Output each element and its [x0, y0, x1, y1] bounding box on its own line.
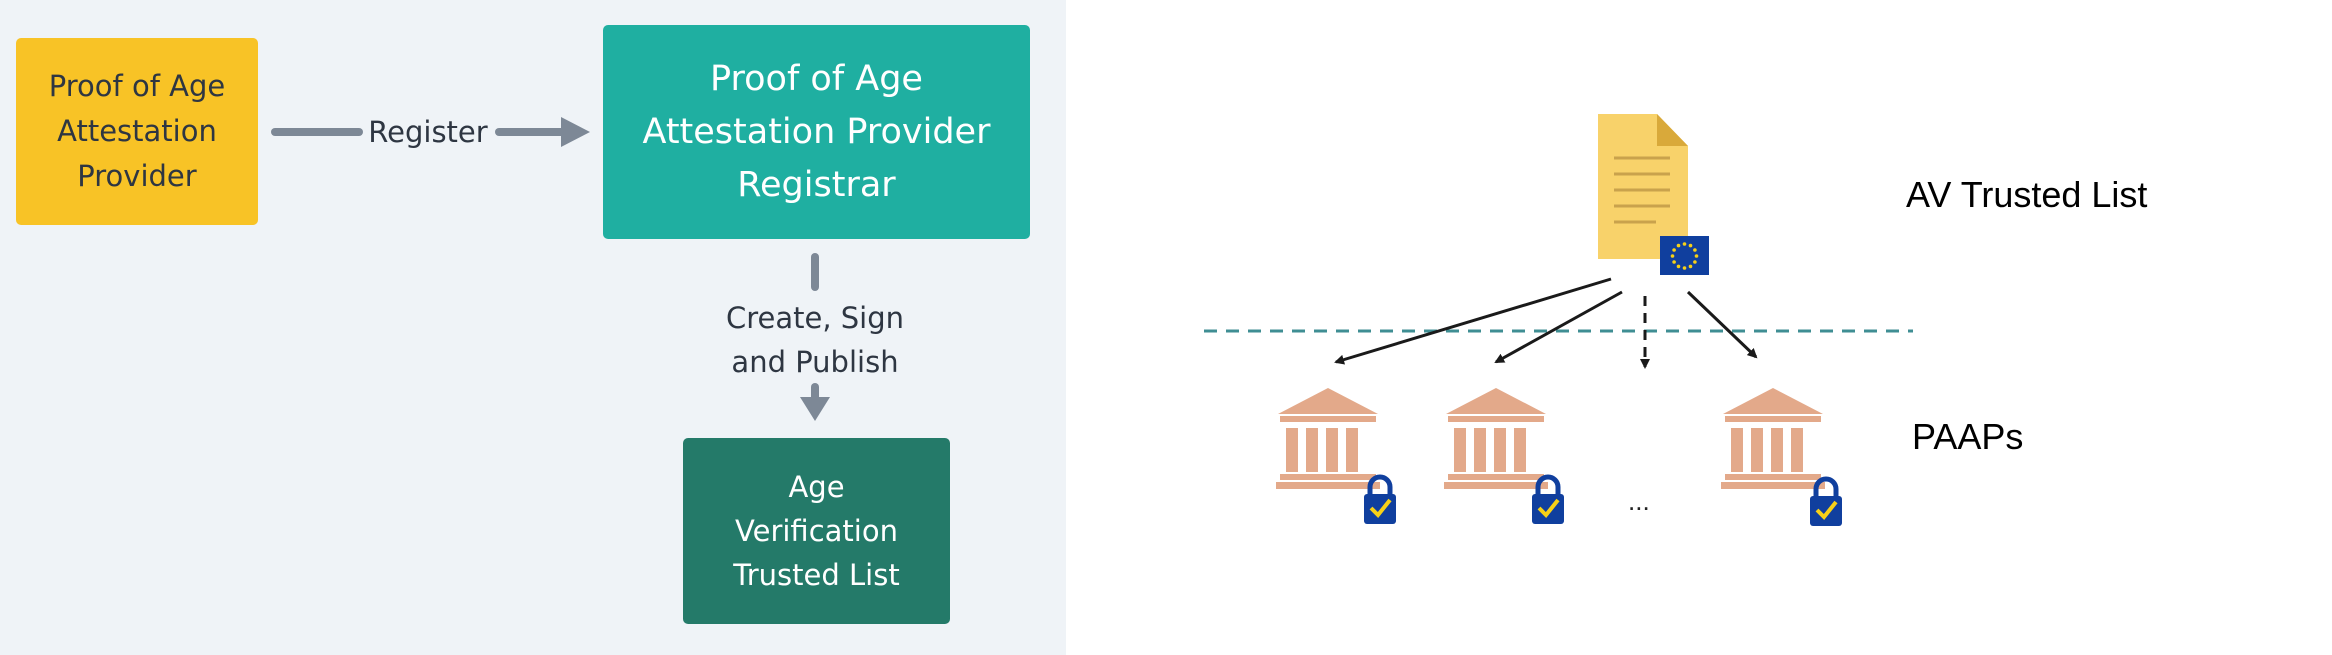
document-icon — [1598, 114, 1688, 259]
padlock-check-icon — [1532, 474, 1564, 524]
provider-box: Proof of Age Attestation Provider — [16, 38, 258, 225]
institution-icon — [1721, 388, 1825, 489]
publish-arrow — [800, 253, 830, 421]
register-arrow — [271, 117, 590, 147]
av-trusted-list-label: AV Trusted List — [1906, 174, 2148, 215]
paaps-label: PAAPs — [1912, 416, 2024, 457]
distribution-arrow — [1494, 290, 1623, 364]
create-sign-publish-label: Create, Sign and Publish — [725, 301, 905, 379]
ellipsis-label: ... — [1628, 486, 1650, 516]
distribution-arrow — [1686, 290, 1758, 359]
distribution-arrow — [1334, 277, 1612, 365]
padlock-check-icon — [1364, 474, 1396, 524]
institution-icon — [1444, 388, 1548, 489]
trusted-list-box: Age Verification Trusted List — [683, 438, 950, 624]
eu-flag-icon — [1660, 236, 1709, 275]
padlock-check-icon — [1810, 476, 1842, 526]
institution-icon — [1276, 388, 1380, 489]
registrar-box: Proof of Age Attestation Provider Regist… — [603, 25, 1030, 239]
register-label: Register — [368, 115, 488, 149]
